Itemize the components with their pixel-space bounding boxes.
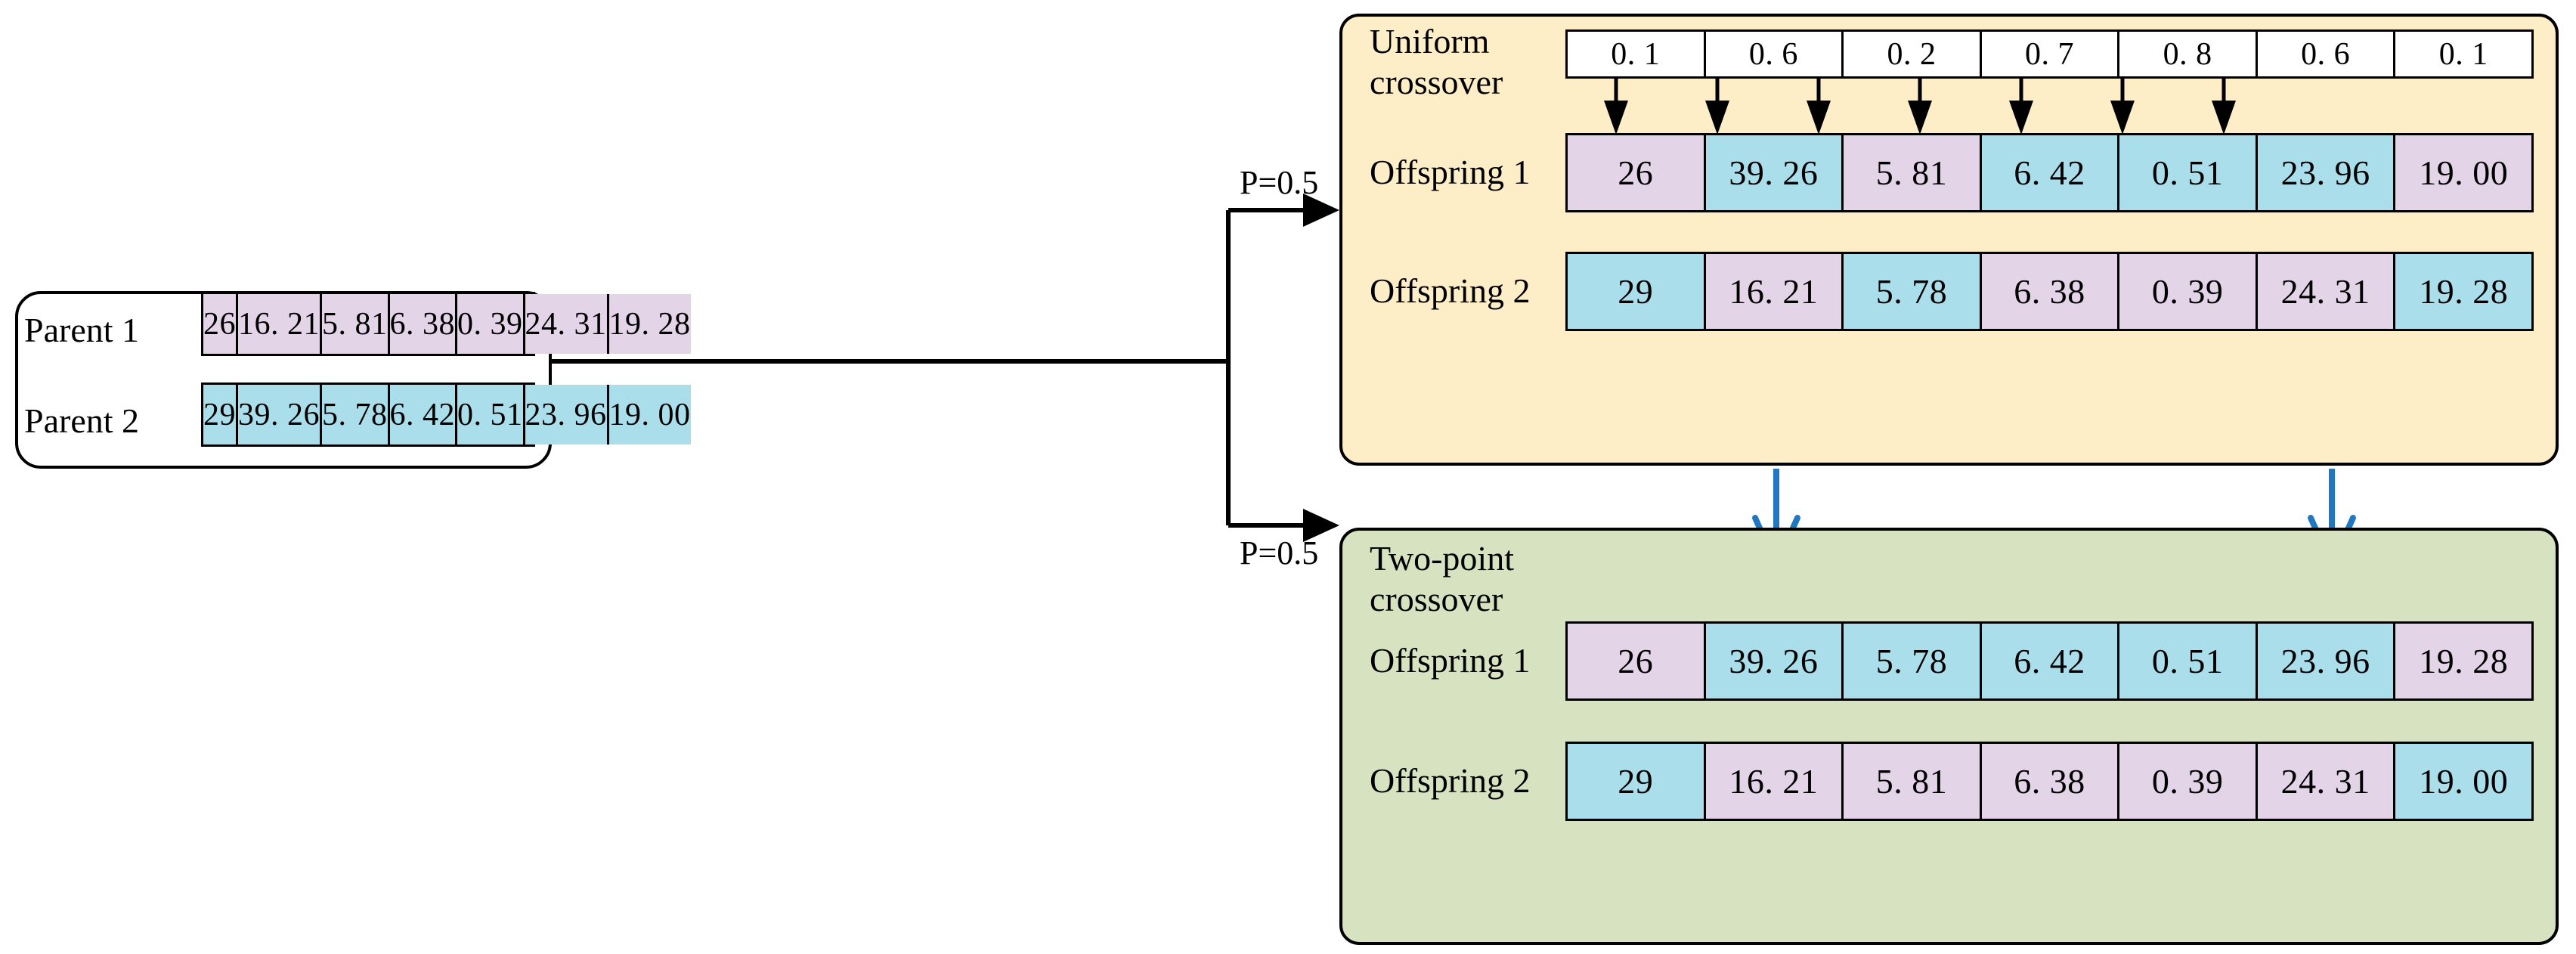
twopoint-offspring-2-cell-6: 24. 31 xyxy=(2257,744,2396,819)
parent-1-cell-1: 26 xyxy=(203,294,238,354)
uniform-title-line-1: Uniform xyxy=(1370,22,1490,60)
uniform-random-cell-7: 0. 1 xyxy=(2395,32,2532,76)
parent-1-cell-2: 16. 21 xyxy=(238,294,322,354)
uniform-offspring-2-label: Offspring 2 xyxy=(1370,271,1531,310)
uniform-offspring-2-cell-6: 24. 31 xyxy=(2257,254,2396,329)
twopoint-offspring-2-cell-4: 6. 38 xyxy=(1981,744,2120,819)
uniform-offspring-2-cell-7: 19. 28 xyxy=(2395,254,2532,329)
parent-2-cell-5: 0. 51 xyxy=(457,385,525,444)
upper-probability-label: P=0.5 xyxy=(1240,164,1319,201)
twopoint-crossover-panel xyxy=(1339,528,2559,945)
twopoint-offspring-2-cell-2: 16. 21 xyxy=(1705,744,1844,819)
parent-2-label: Parent 2 xyxy=(24,401,140,440)
parent-1-cell-4: 6. 38 xyxy=(389,294,457,354)
twopoint-offspring-1-cell-1: 26 xyxy=(1568,624,1706,698)
uniform-random-cell-2: 0. 6 xyxy=(1705,32,1844,76)
uniform-offspring-1-cell-4: 6. 42 xyxy=(1981,135,2120,210)
uniform-random-cell-1: 0. 1 xyxy=(1568,32,1706,76)
parent-1-cell-7: 19. 28 xyxy=(608,294,691,354)
uniform-offspring-1-cell-5: 0. 51 xyxy=(2119,135,2258,210)
uniform-offspring-1-cell-6: 23. 96 xyxy=(2257,135,2396,210)
uniform-offspring-2-cell-1: 29 xyxy=(1568,254,1706,329)
uniform-offspring-2-cell-4: 6. 38 xyxy=(1981,254,2120,329)
uniform-random-cell-4: 0. 7 xyxy=(1981,32,2120,76)
uniform-offspring-2-cell-5: 0. 39 xyxy=(2119,254,2258,329)
twopoint-offspring-1-cell-7: 19. 28 xyxy=(2395,624,2532,698)
uniform-offspring-1-cell-1: 26 xyxy=(1568,135,1706,210)
uniform-random-cell-6: 0. 6 xyxy=(2257,32,2396,76)
twopoint-offspring-1-cell-3: 5. 78 xyxy=(1844,624,1982,698)
twopoint-crossover-title: Two-point crossover xyxy=(1370,538,1514,621)
twopoint-offspring-2-cell-7: 19. 00 xyxy=(2395,744,2532,819)
twopoint-offspring-1-cell-4: 6. 42 xyxy=(1981,624,2120,698)
uniform-crossover-panel xyxy=(1339,14,2559,466)
parent-2-cell-6: 23. 96 xyxy=(525,385,609,444)
parent-2-cell-4: 6. 42 xyxy=(389,385,457,444)
uniform-offspring-1-cell-3: 5. 81 xyxy=(1844,135,1982,210)
twopoint-offspring-2-cell-3: 5. 81 xyxy=(1844,744,1982,819)
uniform-random-cell-3: 0. 2 xyxy=(1844,32,1982,76)
uniform-offspring-1-cell-2: 39. 26 xyxy=(1705,135,1844,210)
parent-2-cell-1: 29 xyxy=(203,385,238,444)
twopoint-title-line-1: Two-point xyxy=(1370,539,1514,578)
parent-2-cell-3: 5. 78 xyxy=(322,385,390,444)
twopoint-offspring-2-cell-1: 29 xyxy=(1568,744,1706,819)
uniform-random-cell-5: 0. 8 xyxy=(2119,32,2258,76)
uniform-offspring-2-cell-2: 16. 21 xyxy=(1705,254,1844,329)
twopoint-offspring-2-cell-5: 0. 39 xyxy=(2119,744,2258,819)
uniform-offspring-1-cell-7: 19. 00 xyxy=(2395,135,2532,210)
parent-1-cell-6: 24. 31 xyxy=(525,294,609,354)
parent-2-cell-7: 19. 00 xyxy=(608,385,691,444)
parent-1-cell-5: 0. 39 xyxy=(457,294,525,354)
uniform-title-line-2: crossover xyxy=(1370,63,1503,102)
twopoint-offspring-1-cell-2: 39. 26 xyxy=(1705,624,1844,698)
twopoint-offspring-1-cell-6: 23. 96 xyxy=(2257,624,2396,698)
parent-1-label: Parent 1 xyxy=(24,311,140,349)
uniform-offspring-1-label: Offspring 1 xyxy=(1370,153,1531,191)
twopoint-title-line-2: crossover xyxy=(1370,580,1503,619)
uniform-crossover-title: Uniform crossover xyxy=(1370,21,1503,104)
twopoint-offspring-1-cell-5: 0. 51 xyxy=(2119,624,2258,698)
lower-probability-label: P=0.5 xyxy=(1240,534,1319,571)
parent-2-cell-2: 39. 26 xyxy=(238,385,322,444)
parent-1-cell-3: 5. 81 xyxy=(322,294,390,354)
uniform-offspring-2-cell-3: 5. 78 xyxy=(1844,254,1982,329)
twopoint-offspring-1-label: Offspring 1 xyxy=(1370,641,1531,680)
twopoint-offspring-2-label: Offspring 2 xyxy=(1370,761,1531,800)
